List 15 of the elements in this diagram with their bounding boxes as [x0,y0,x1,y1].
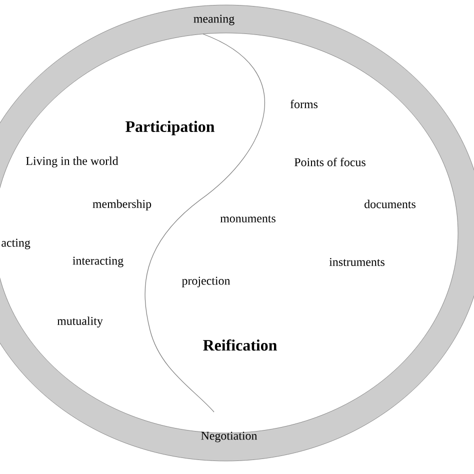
section-heading: Reification [203,339,277,351]
concept-label: interacting [72,256,124,268]
concept-label: acting [2,238,30,250]
concept-label: projection [182,276,230,288]
concept-label: monuments [220,216,276,222]
concept-label: instruments [329,258,384,266]
concept-label: Points of focus [294,158,366,166]
concept-label: forms [290,100,318,108]
concept-label: Living in the world [26,156,118,168]
concept-label: membership [92,200,152,210]
concept-label: Negotiation [201,432,258,442]
concept-label: mutuality [57,316,103,328]
concept-label: meaning [194,14,234,26]
concept-label: documents [364,200,416,208]
section-heading: Participation [126,120,214,136]
